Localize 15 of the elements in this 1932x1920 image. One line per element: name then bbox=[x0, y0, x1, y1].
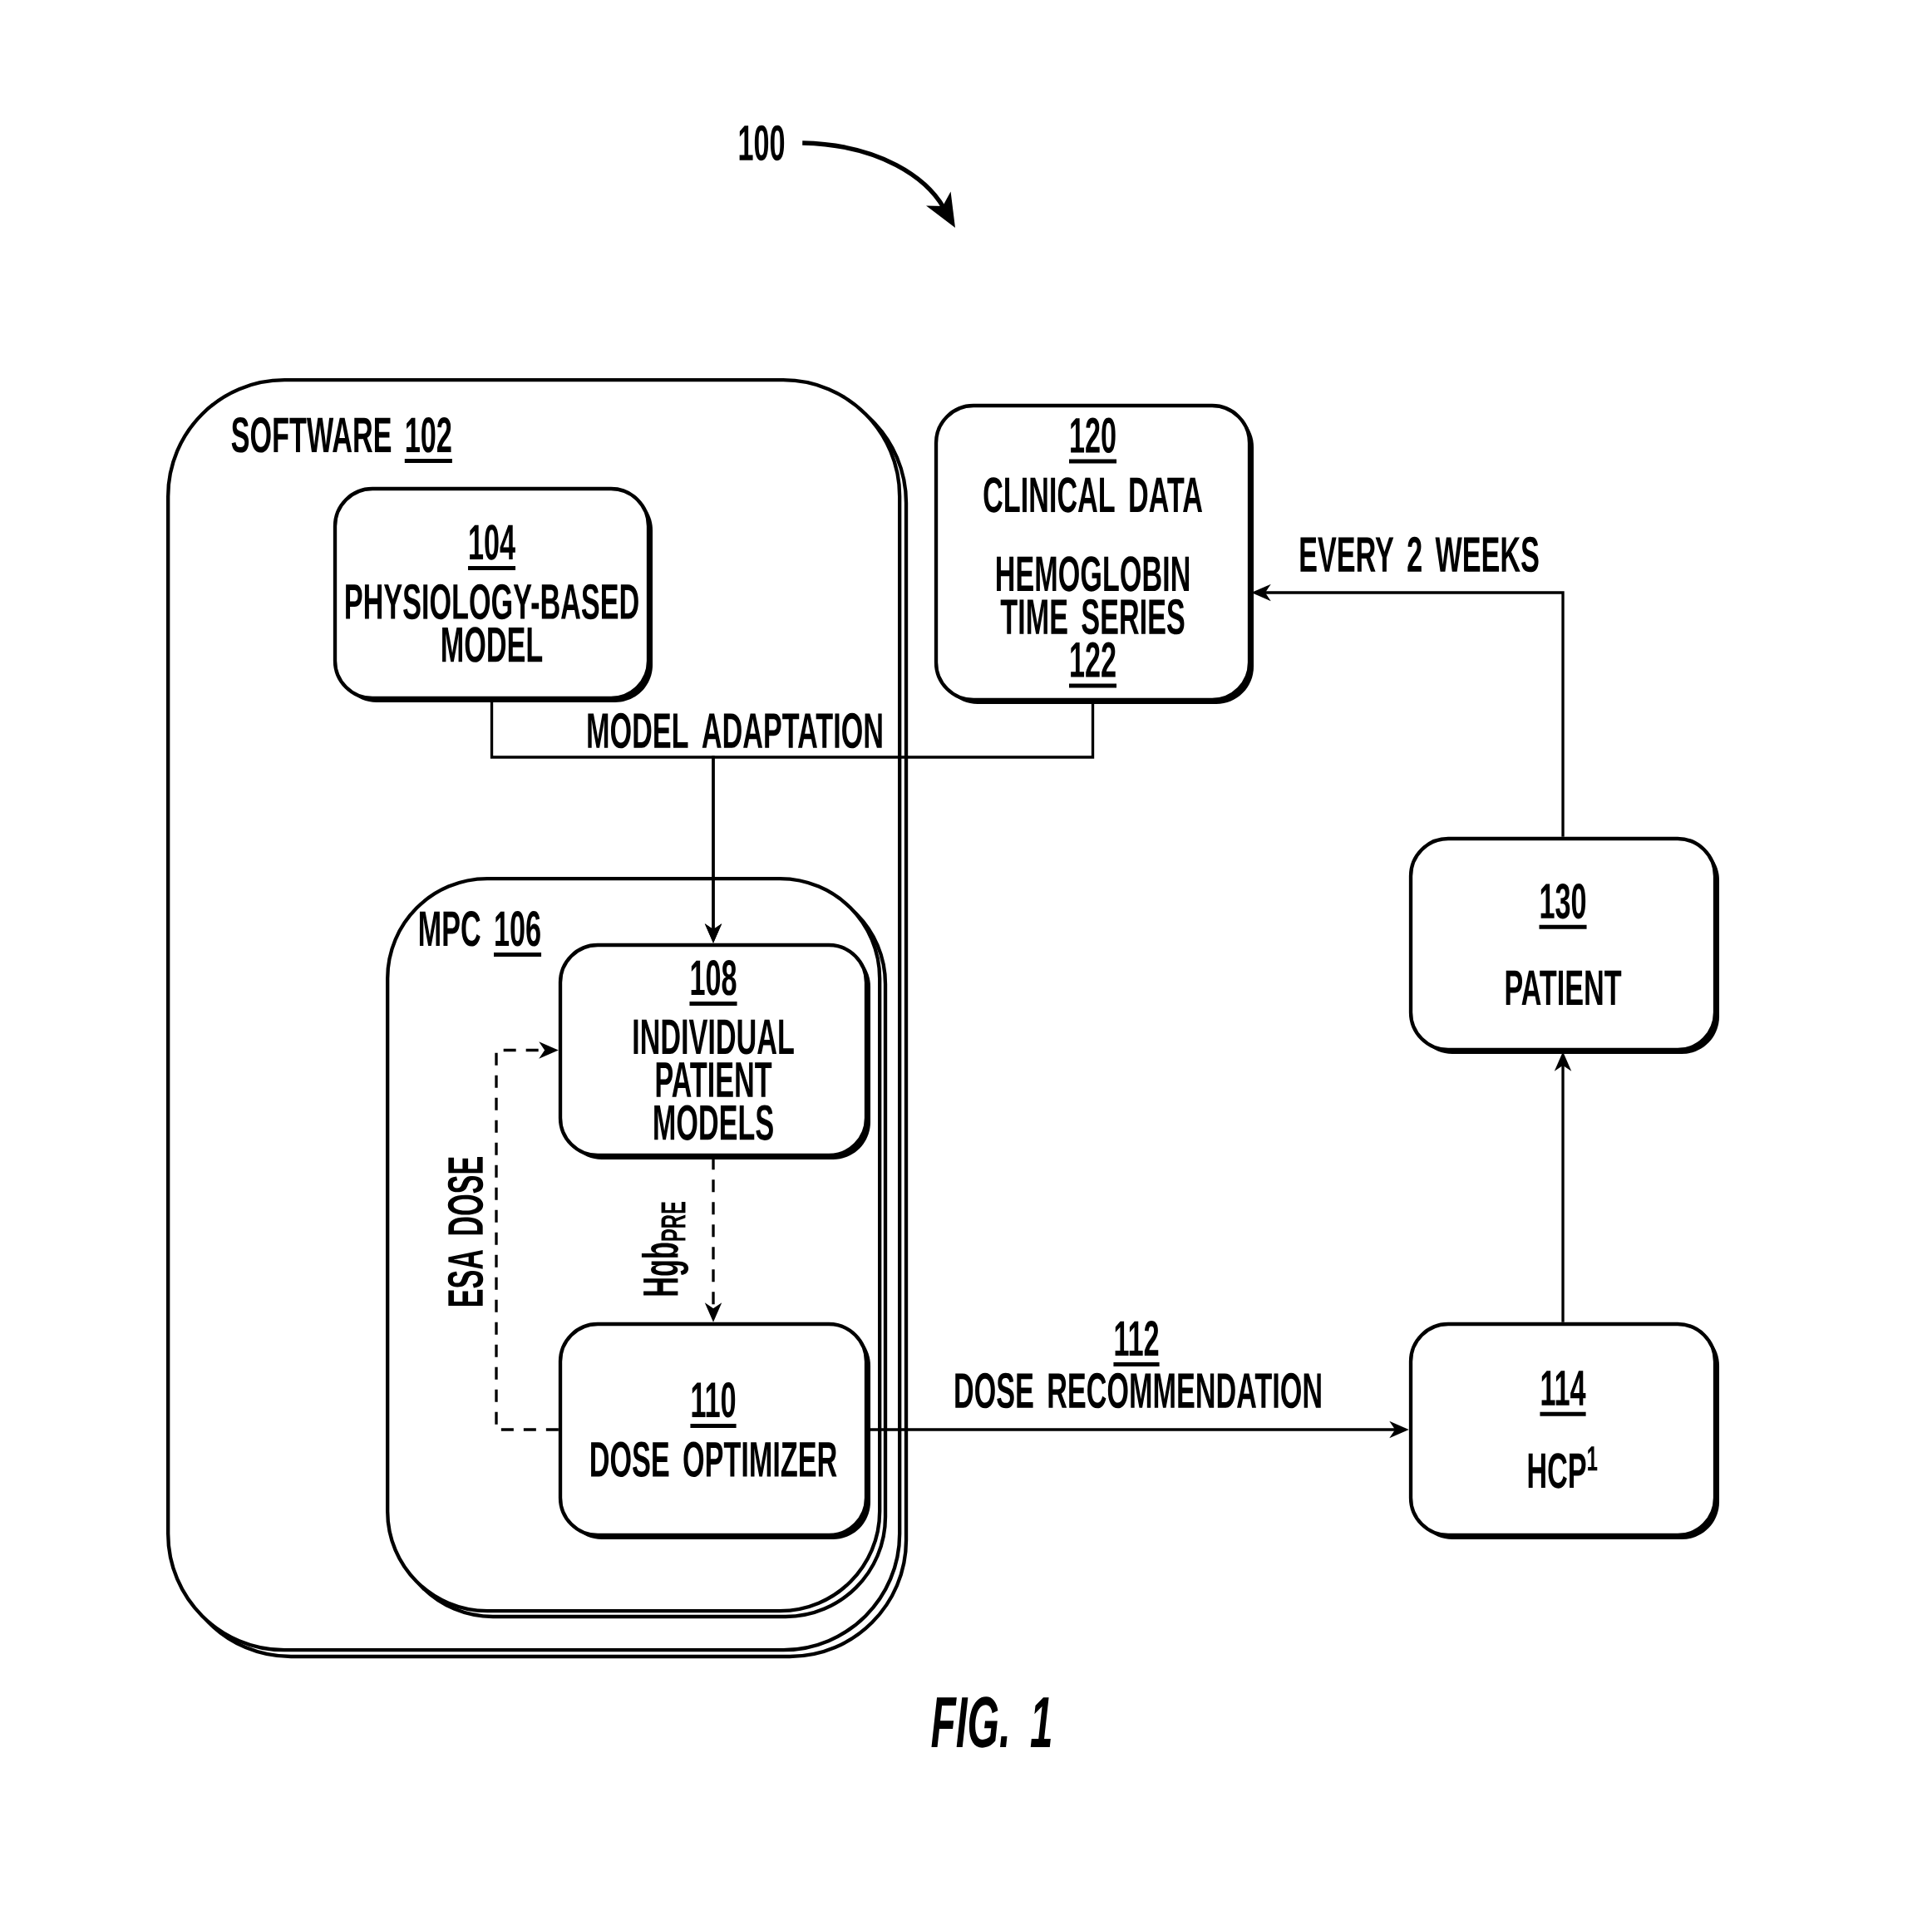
edge-label: Hgb$_{PRE}$ bbox=[637, 1195, 693, 1302]
process-box: 120 CLINICAL DATA HEMOGLOBIN TIME SERIES 122 bbox=[934, 403, 1254, 704]
edge-label: EVERY 2 WEEKS bbox=[1294, 532, 1544, 577]
figure-caption: FIG. 1 bbox=[931, 1696, 1051, 1748]
edge-label: DOSE RECOMMENDATION bbox=[949, 1368, 1328, 1413]
process-box: 110 DOSE OPTIMIZER bbox=[558, 1322, 870, 1540]
dashed-arrow bbox=[495, 1041, 559, 1431]
process-box: 104 PHYSIOLOGY-BASED MODEL bbox=[333, 486, 653, 702]
process-box: 114 HCP$^{1}$ bbox=[1408, 1322, 1720, 1540]
reference-number: 112 bbox=[1113, 1321, 1160, 1366]
process-box: 130 PATIENT bbox=[1408, 836, 1720, 1054]
edge-label: MODEL ADAPTATION bbox=[582, 708, 888, 753]
edge-label: ESA DOSE bbox=[443, 1151, 488, 1312]
reference-number: 100 bbox=[739, 125, 785, 161]
process-box: 108 INDIVIDUAL PATIENT MODELS bbox=[558, 943, 870, 1159]
